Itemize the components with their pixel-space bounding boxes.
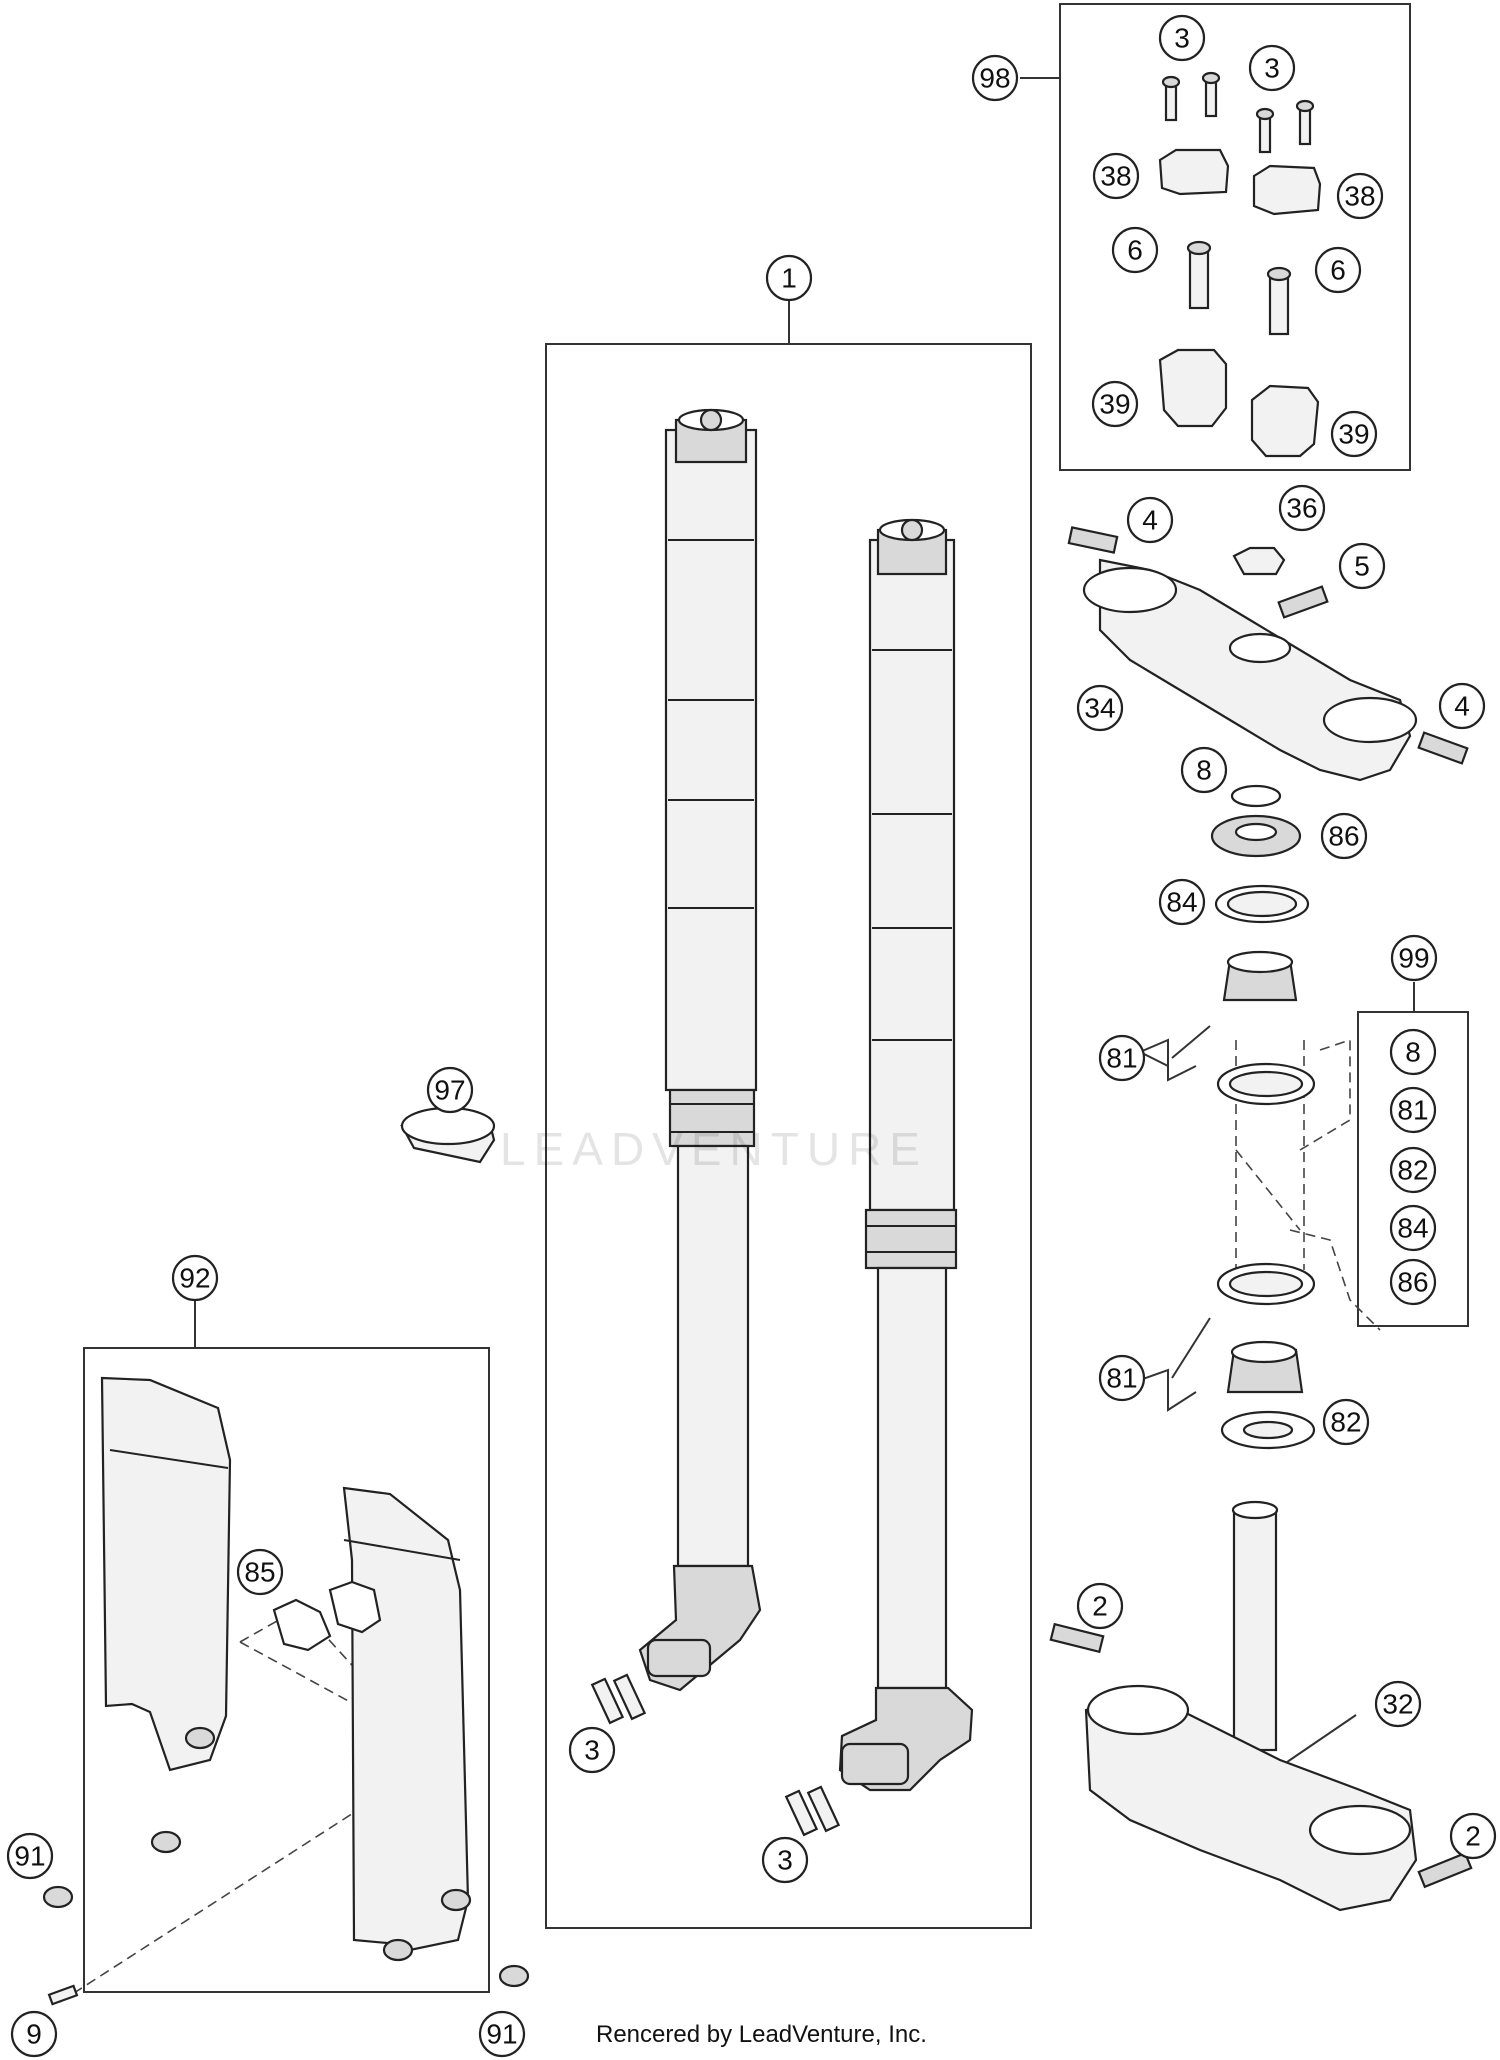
axle-clamp-bolts-right [784, 1785, 841, 1837]
callout: 3 [1248, 44, 1296, 92]
svg-text:82: 82 [1330, 1407, 1361, 1438]
callout: 5 [1338, 542, 1386, 590]
callout: 86 [1320, 812, 1368, 860]
svg-text:84: 84 [1397, 1213, 1428, 1244]
callout: 8 [1389, 1028, 1437, 1076]
lower-triple-clamp [1049, 1500, 1473, 1912]
callout: 2 [1449, 1812, 1497, 1860]
callout: 92 [171, 1254, 219, 1302]
callout: 6 [1111, 226, 1159, 274]
callout: 91 [6, 1832, 54, 1880]
svg-text:6: 6 [1127, 235, 1143, 266]
svg-text:86: 86 [1328, 821, 1359, 852]
callout: 84 [1158, 878, 1206, 926]
svg-text:92: 92 [179, 1263, 210, 1294]
fork-leg-right [838, 518, 974, 1792]
upper-triple-clamp [1067, 526, 1469, 924]
svg-text:91: 91 [486, 2019, 517, 2050]
callout: 91 [478, 2010, 526, 2058]
svg-text:38: 38 [1100, 161, 1131, 192]
svg-text:91: 91 [14, 1841, 45, 1872]
callout: 4 [1438, 682, 1486, 730]
svg-text:4: 4 [1454, 691, 1470, 722]
svg-text:85: 85 [244, 1557, 275, 1588]
callout: 86 [1389, 1258, 1437, 1306]
svg-text:81: 81 [1106, 1043, 1137, 1074]
svg-text:38: 38 [1344, 181, 1375, 212]
svg-text:84: 84 [1166, 887, 1197, 918]
callout: 4 [1126, 496, 1174, 544]
svg-text:3: 3 [777, 1845, 793, 1876]
svg-text:98: 98 [979, 63, 1010, 94]
callout: 3 [1158, 14, 1206, 62]
svg-text:39: 39 [1338, 419, 1369, 450]
steering-bearings [1216, 950, 1316, 1450]
svg-text:97: 97 [434, 1075, 465, 1106]
svg-text:32: 32 [1382, 1689, 1413, 1720]
svg-text:5: 5 [1354, 551, 1370, 582]
callout: 39 [1330, 410, 1378, 458]
callout: 6 [1314, 246, 1362, 294]
callout: 82 [1322, 1398, 1370, 1446]
svg-text:36: 36 [1286, 493, 1317, 524]
svg-text:2: 2 [1465, 1821, 1481, 1852]
svg-text:4: 4 [1142, 505, 1158, 536]
svg-text:9: 9 [26, 2019, 42, 2050]
fork-guards [42, 1376, 530, 2006]
callout: 85 [236, 1548, 284, 1596]
svg-text:86: 86 [1397, 1267, 1428, 1298]
svg-text:3: 3 [1174, 23, 1190, 54]
callout: 38 [1336, 172, 1384, 220]
watermark: LEADVENTURE [500, 1123, 928, 1175]
callout: 81 [1098, 1034, 1146, 1082]
svg-text:6: 6 [1330, 255, 1346, 286]
group-frame-92 [83, 1347, 490, 1993]
svg-text:81: 81 [1397, 1095, 1428, 1126]
svg-text:3: 3 [584, 1735, 600, 1766]
svg-text:8: 8 [1196, 755, 1212, 786]
svg-text:82: 82 [1397, 1155, 1428, 1186]
fork-leg-left [638, 408, 762, 1692]
callout: 38 [1092, 152, 1140, 200]
fork-guard-ring [400, 1106, 496, 1164]
svg-text:8: 8 [1405, 1037, 1421, 1068]
leader-lines [194, 77, 1415, 1791]
callout: 34 [1076, 684, 1124, 732]
svg-text:39: 39 [1099, 389, 1130, 420]
callout: 8 [1180, 746, 1228, 794]
callout: 81 [1389, 1086, 1437, 1134]
callout: 9 [10, 2010, 58, 2058]
callout: 1 [765, 254, 813, 302]
callout: 3 [568, 1726, 616, 1774]
svg-text:99: 99 [1398, 943, 1429, 974]
callout: 36 [1278, 484, 1326, 532]
svg-text:1: 1 [781, 263, 797, 294]
svg-text:81: 81 [1106, 1363, 1137, 1394]
render-credit: Rencered by LeadVenture, Inc. [596, 2021, 927, 2048]
callout: 82 [1389, 1146, 1437, 1194]
svg-text:3: 3 [1264, 53, 1280, 84]
callout: 3 [761, 1836, 809, 1884]
callout: 39 [1091, 380, 1139, 428]
callout: 84 [1389, 1204, 1437, 1252]
svg-text:2: 2 [1092, 1591, 1108, 1622]
callout: 81 [1098, 1354, 1146, 1402]
callout: 2 [1076, 1582, 1124, 1630]
callout: 97 [426, 1066, 474, 1114]
callout: 32 [1374, 1680, 1422, 1728]
axle-clamp-bolts-left [590, 1673, 647, 1725]
callout: 99 [1390, 934, 1438, 982]
kit-98-parts [1158, 71, 1322, 458]
group-frame-98 [1059, 3, 1411, 471]
svg-text:34: 34 [1084, 693, 1115, 724]
callout: 98 [971, 54, 1019, 102]
